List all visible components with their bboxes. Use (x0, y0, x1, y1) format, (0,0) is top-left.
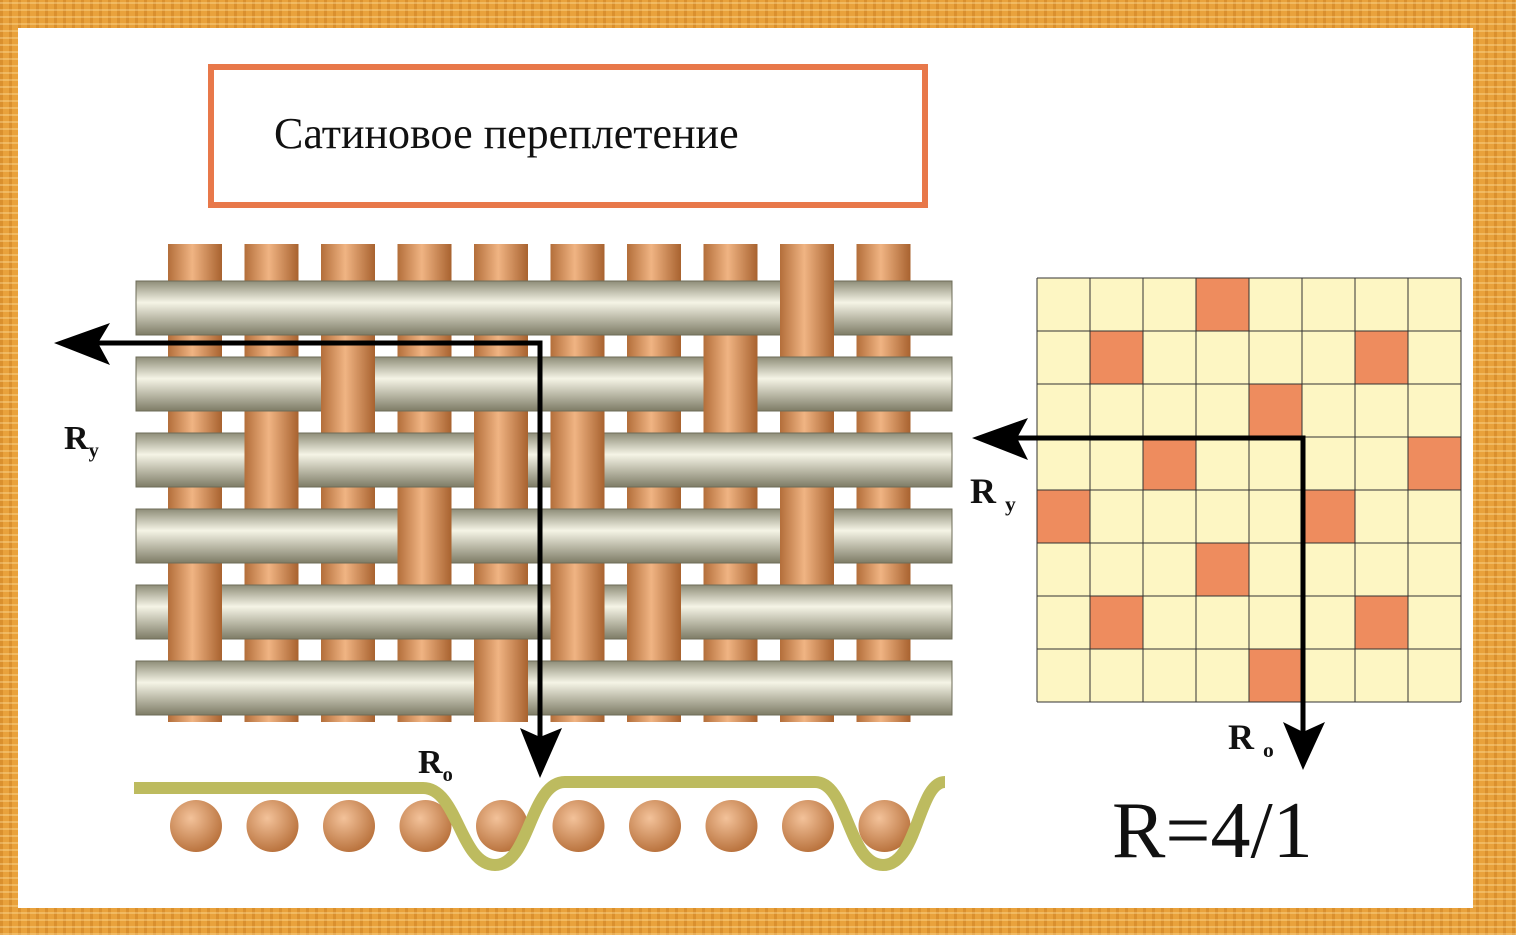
warp-float (703, 356, 758, 412)
warp-float (321, 356, 375, 412)
grid-cell-marked (1302, 490, 1355, 543)
cross-section-warps (170, 800, 911, 852)
weave-grid (1036, 277, 1462, 703)
grid-cell-marked (1037, 490, 1090, 543)
warp-float (627, 584, 681, 640)
warp-float (168, 584, 222, 640)
grid-cell-marked (1090, 596, 1143, 649)
weft-thread (135, 660, 953, 716)
weft-thread (135, 356, 953, 412)
grid-ry-label: R y (970, 470, 1016, 517)
warp-cross-section (705, 800, 758, 852)
warp-cross-section (170, 800, 222, 852)
weave-ro-label: Ro (418, 744, 453, 787)
grid-ro-label: R o (1228, 716, 1274, 763)
warp-cross-section (858, 800, 911, 852)
repeat-ratio: R=4/1 (1112, 787, 1313, 875)
warp-float (474, 432, 528, 488)
weave-repeat-arrow (54, 323, 562, 778)
warp-float (474, 660, 528, 716)
weave-ro-sub: o (442, 763, 453, 786)
weave-ry-main: R (64, 420, 89, 457)
cross-section-weft-wave (134, 776, 947, 871)
grid-ro-main: R (1228, 717, 1254, 757)
warp-floats (168, 280, 834, 716)
page-title: Сатиновое переплетение (274, 109, 739, 158)
weft-thread (135, 584, 953, 640)
warp-float (780, 508, 834, 564)
warp-cross-section (782, 800, 834, 852)
grid-cell-marked (1196, 278, 1249, 331)
weave-ry-label: Ry (64, 420, 99, 463)
grid-cell-marked (1355, 596, 1408, 649)
warp-cross-section (552, 800, 605, 852)
grid-ro-sub: o (1263, 738, 1274, 763)
grid-ry-sub: y (1005, 492, 1016, 517)
warp-float (244, 432, 299, 488)
grid-cell-marked (1249, 649, 1302, 702)
warp-float (780, 280, 834, 336)
warp-cross-section (476, 800, 528, 852)
grid-cell-marked (1143, 437, 1196, 490)
title-box: Сатиновое переплетение (208, 64, 928, 208)
warp-float (550, 584, 605, 640)
grid-cell-marked (1196, 543, 1249, 596)
grid-repeat-arrow (972, 418, 1325, 770)
grid-cell-marked (1249, 384, 1302, 437)
grid-cell-marked (1090, 331, 1143, 384)
weave-ro-main: R (418, 744, 443, 781)
warp-cross-section (323, 800, 375, 852)
grid-cell-marked (1408, 437, 1461, 490)
warp-cross-section (629, 800, 681, 852)
warp-float (397, 508, 452, 564)
weave-ry-sub: y (88, 439, 99, 462)
grid-ry-main: R (970, 471, 996, 511)
warp-cross-section (246, 800, 299, 852)
warp-cross-section (399, 800, 452, 852)
grid-cell-marked (1355, 331, 1408, 384)
warp-float (550, 432, 605, 488)
